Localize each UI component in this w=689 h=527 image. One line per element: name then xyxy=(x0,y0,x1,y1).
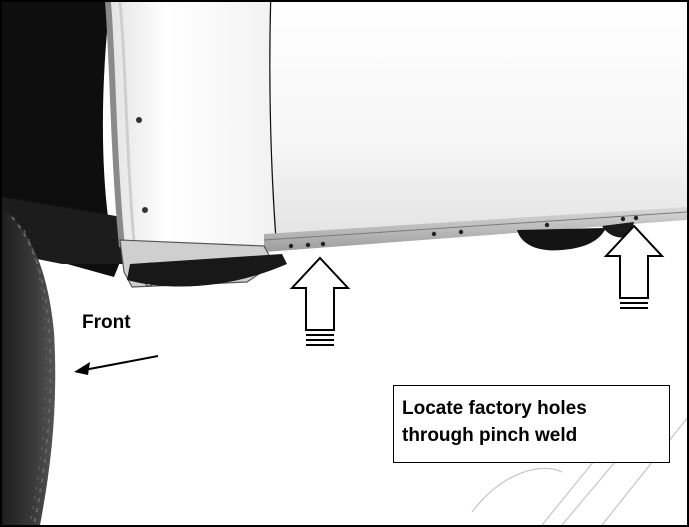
front-tire xyxy=(2,207,56,525)
door-panel xyxy=(267,2,687,235)
arrow-up-icon xyxy=(289,256,351,346)
callout-box: Locate factory holes through pinch weld xyxy=(393,385,670,463)
callout-line-1: Locate factory holes xyxy=(402,398,587,419)
front-fender xyxy=(105,2,275,248)
rocker-panel xyxy=(263,207,687,252)
arrow-left-icon xyxy=(74,355,159,375)
wheel-well xyxy=(2,2,130,277)
front-label: Front xyxy=(82,312,131,333)
arrow-up-icon xyxy=(603,224,665,309)
callout-line-2: through pinch weld xyxy=(402,425,578,446)
